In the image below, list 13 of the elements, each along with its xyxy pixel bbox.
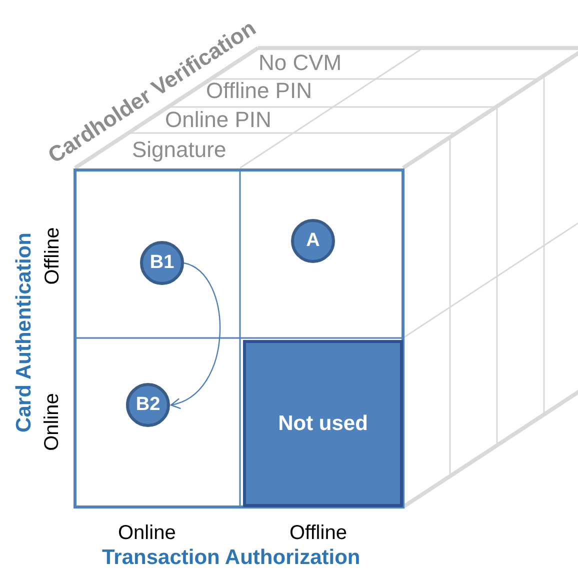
axis-label: Online [42, 393, 62, 451]
axis-title: Transaction Authorization [102, 546, 360, 568]
axis-label: Offline [42, 227, 62, 285]
shaded-cell: Not used [243, 340, 403, 507]
axis-label: Offline [290, 523, 347, 543]
row-label: Online PIN [165, 109, 272, 131]
curved-arrow [170, 262, 220, 408]
axis-title: Card Authentication [13, 232, 34, 432]
axis-label: Online [118, 523, 176, 543]
row-label: No CVM [258, 52, 342, 74]
circle-marker: B1 [140, 241, 184, 285]
circle-marker: A [291, 219, 335, 263]
circle-marker: B2 [126, 383, 170, 427]
